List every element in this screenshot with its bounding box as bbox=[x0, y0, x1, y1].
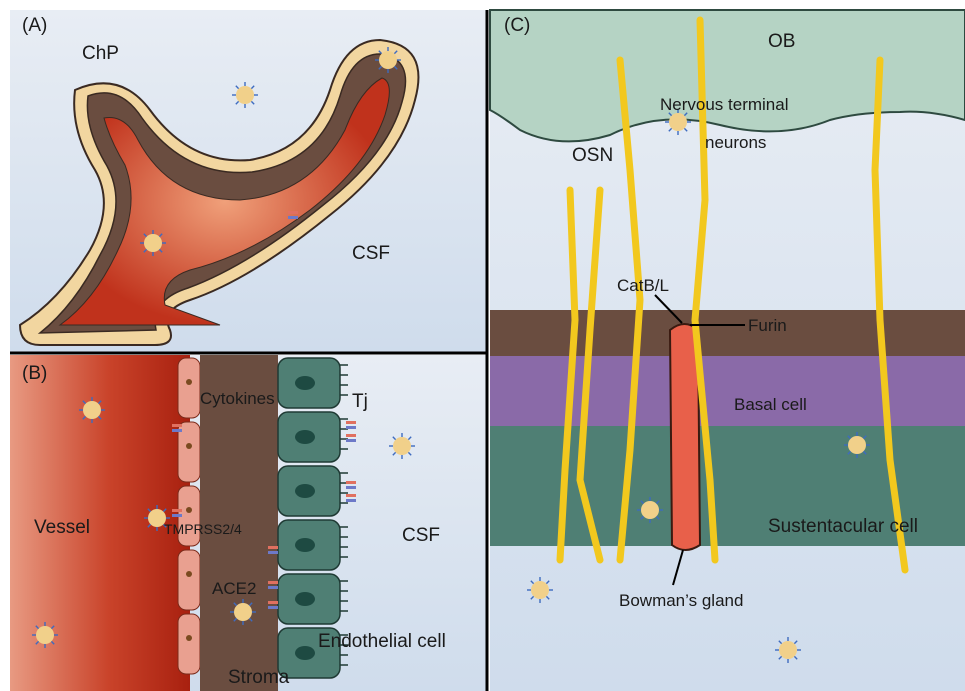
tj-label: Tj bbox=[352, 392, 368, 411]
bowman-gland-label: Bowman’s gland bbox=[619, 592, 743, 609]
tmprss-label: TMPRSS2/4 bbox=[164, 522, 242, 536]
endothelial-label: Endothelial cell bbox=[318, 632, 446, 651]
panel-a-tag: (A) bbox=[22, 16, 47, 35]
chp-label: ChP bbox=[82, 44, 119, 63]
virus-particle bbox=[844, 432, 870, 458]
panel-c-tag: (C) bbox=[504, 16, 530, 35]
virus-particle bbox=[230, 599, 256, 625]
csf-label-a: CSF bbox=[352, 244, 390, 263]
panel-b-tag: (B) bbox=[22, 364, 47, 383]
nervous-terminal-label: Nervous terminal bbox=[660, 96, 789, 113]
cytokines-label: Cytokines bbox=[200, 390, 275, 407]
virus-particle bbox=[232, 82, 258, 108]
catbl-label: CatB/L bbox=[617, 277, 669, 294]
virus-particle bbox=[79, 397, 105, 423]
stroma-label: Stroma bbox=[228, 668, 289, 687]
osn-label: OSN bbox=[572, 146, 613, 165]
ob-label: OB bbox=[768, 32, 795, 51]
csf-label-b: CSF bbox=[402, 526, 440, 545]
cribriform-plate bbox=[490, 310, 965, 356]
virus-particle bbox=[775, 637, 801, 663]
furin-label: Furin bbox=[748, 317, 787, 334]
vessel-label: Vessel bbox=[34, 518, 90, 537]
neurons-label: neurons bbox=[705, 134, 766, 151]
virus-particle bbox=[527, 577, 553, 603]
virus-particle bbox=[389, 433, 415, 459]
basal-layer bbox=[490, 356, 965, 426]
virus-particle bbox=[637, 497, 663, 523]
basal-cell-label: Basal cell bbox=[734, 396, 807, 413]
virus-particle bbox=[32, 622, 58, 648]
virus-particle bbox=[375, 47, 401, 73]
sustentacular-label: Sustentacular cell bbox=[768, 517, 918, 536]
virus-particle bbox=[140, 230, 166, 256]
ace2-label: ACE2 bbox=[212, 580, 256, 597]
